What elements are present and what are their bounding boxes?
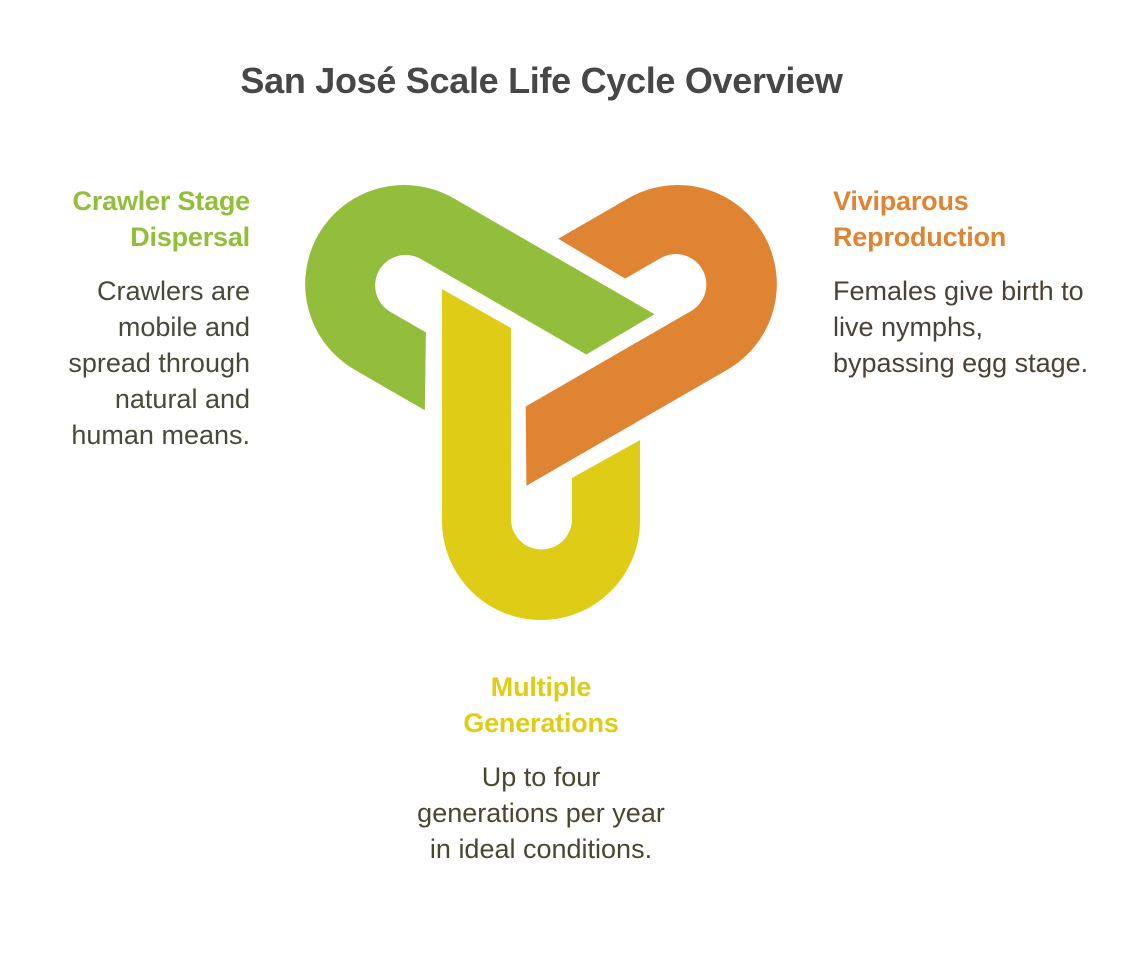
viviparous-reproduction-block: Viviparous Reproduction Females give bir… [833, 183, 1103, 381]
viviparous-reproduction-description: Females give birth to live nymphs, bypas… [833, 276, 1089, 378]
heading-line: Dispersal [130, 222, 250, 252]
multiple-generations-description: Up to four generations per year in ideal… [417, 762, 665, 864]
heading-line: Crawler Stage [72, 186, 251, 216]
heading-line: Viviparous [833, 186, 969, 216]
heading-line: Generations [463, 708, 619, 738]
multiple-generations-block: Multiple Generations Up to four generati… [411, 669, 671, 867]
viviparous-reproduction-heading: Viviparous Reproduction [833, 183, 1103, 255]
heading-line: Reproduction [833, 222, 1007, 252]
crawler-stage-heading: Crawler Stage Dispersal [30, 183, 251, 255]
crawler-stage-block: Crawler Stage Dispersal Crawlers are mob… [30, 183, 250, 453]
crawler-stage-description: Crawlers are mobile and spread through n… [68, 276, 250, 450]
heading-line: Multiple [490, 672, 592, 702]
page-title: San José Scale Life Cycle Overview [240, 60, 843, 101]
multiple-generations-heading: Multiple Generations [411, 669, 671, 741]
